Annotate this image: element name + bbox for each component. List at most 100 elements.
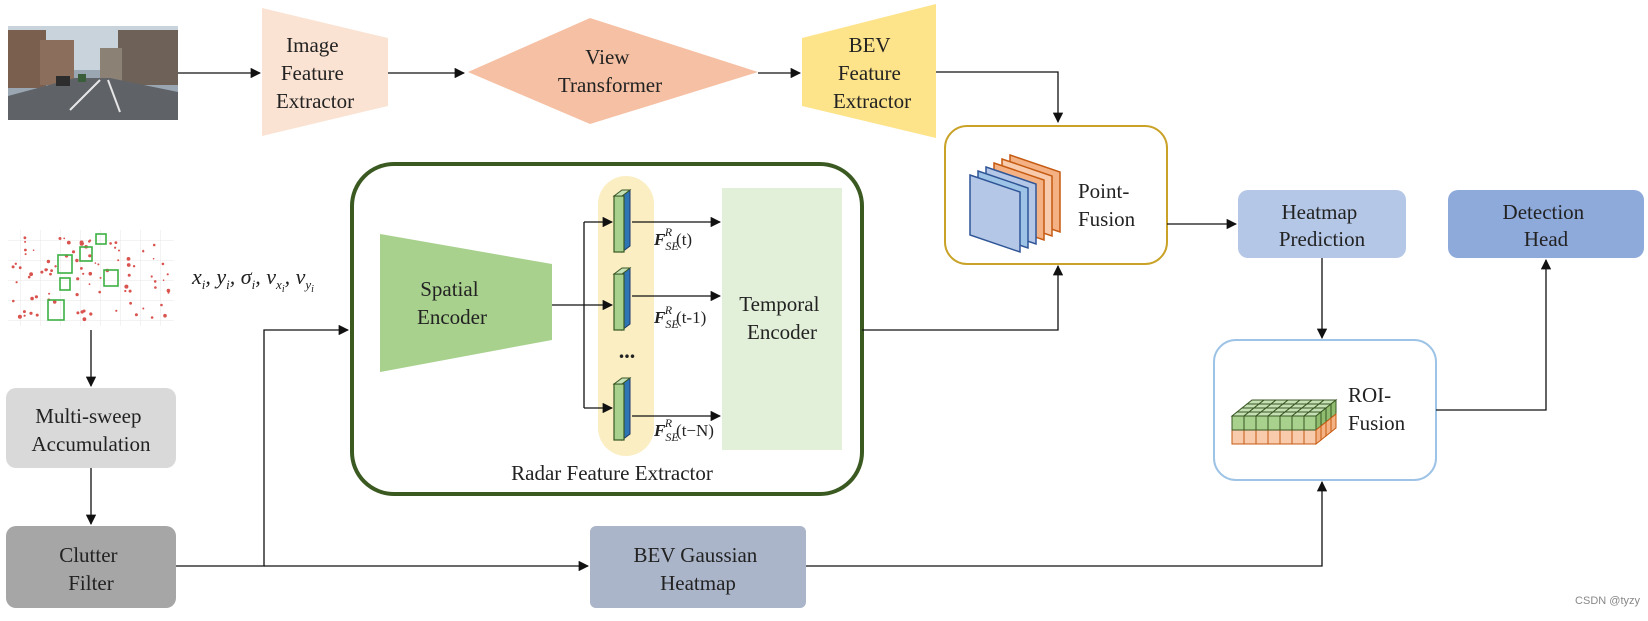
radar-point bbox=[117, 259, 120, 262]
radar-feature-extractor-label: Radar Feature Extractor bbox=[511, 461, 713, 485]
svg-text:FSER(t-1): FSER(t-1) bbox=[653, 303, 706, 331]
radar-point bbox=[88, 254, 92, 258]
radar-point bbox=[150, 275, 153, 278]
radar-point bbox=[15, 281, 18, 284]
image-feature-extractor-label: Image Feature Extractor bbox=[276, 33, 354, 113]
radar-point bbox=[34, 295, 39, 299]
point-fusion-stack-icon bbox=[969, 153, 1061, 254]
roi-grid-cell bbox=[1255, 415, 1269, 431]
temporal-encoder bbox=[722, 188, 842, 450]
radar-point bbox=[132, 265, 136, 268]
radar-point bbox=[88, 240, 91, 243]
radar-point bbox=[48, 292, 51, 295]
roi-grid-cell bbox=[1267, 415, 1281, 431]
radar-point bbox=[89, 312, 93, 316]
fusion-arrows bbox=[1167, 218, 1552, 411]
radar-point bbox=[82, 272, 85, 275]
radar-point bbox=[109, 242, 112, 245]
svg-text:FSER(t): FSER(t) bbox=[653, 225, 692, 253]
radar-point bbox=[127, 273, 131, 277]
radar-point bbox=[134, 313, 138, 317]
radar-point bbox=[80, 267, 83, 270]
radar-point bbox=[114, 241, 118, 245]
radar-point bbox=[114, 246, 117, 249]
radar-point bbox=[152, 243, 156, 247]
roi-grid-cell bbox=[1267, 429, 1281, 445]
radar-point bbox=[124, 289, 127, 293]
roi-grid-cell bbox=[1231, 415, 1245, 431]
radar-input-label: xi, yi, σi, vxi, vyi bbox=[191, 264, 314, 295]
roi-grid-cell bbox=[1255, 429, 1269, 445]
radar-point bbox=[14, 262, 17, 265]
multi-sweep-accumulation-label: Multi-sweep Accumulation bbox=[32, 404, 151, 456]
radar-point bbox=[75, 293, 79, 297]
radar-point bbox=[24, 240, 27, 243]
radar-point bbox=[32, 249, 35, 251]
radar-point bbox=[22, 310, 26, 314]
radar-point bbox=[166, 273, 169, 276]
roi-grid-cell bbox=[1279, 429, 1293, 445]
roi-grid-cell bbox=[1330, 412, 1337, 434]
radar-point bbox=[52, 300, 57, 304]
svg-text:FSER(t−N): FSER(t−N) bbox=[653, 416, 714, 444]
radar-point bbox=[142, 250, 145, 253]
radar-point bbox=[18, 266, 22, 270]
radar-point bbox=[79, 240, 84, 245]
radar-point bbox=[58, 237, 62, 240]
radar-point bbox=[27, 275, 31, 279]
radar-point bbox=[24, 248, 27, 252]
radar-point bbox=[49, 272, 52, 276]
radar-point bbox=[30, 296, 34, 301]
radar-point bbox=[163, 313, 167, 318]
feature-label-t-n: FSER(t−N) bbox=[653, 416, 714, 444]
radar-point bbox=[63, 237, 66, 240]
radar-point bbox=[161, 262, 165, 266]
radar-point bbox=[35, 313, 39, 317]
radar-point bbox=[118, 249, 120, 252]
radar-point bbox=[46, 259, 51, 264]
radar-point bbox=[76, 311, 80, 315]
radar-point bbox=[50, 269, 53, 272]
radar-point bbox=[76, 277, 80, 281]
feature-label-t-1: FSER(t-1) bbox=[653, 303, 706, 331]
radar-point bbox=[167, 291, 170, 294]
camera-image bbox=[8, 26, 178, 120]
radar-point bbox=[162, 279, 165, 282]
radar-point bbox=[124, 284, 129, 289]
radar-point bbox=[166, 288, 171, 293]
bev-gaussian-heatmap-label: BEV Gaussian Heatmap bbox=[633, 543, 762, 595]
radar-point bbox=[82, 317, 87, 322]
roi-grid-cell bbox=[1303, 429, 1317, 445]
radar-point bbox=[66, 240, 71, 245]
roi-grid-cell bbox=[1231, 429, 1245, 445]
radar-point bbox=[152, 257, 155, 260]
radar-point bbox=[80, 310, 84, 314]
point-fusion-label: Point- Fusion bbox=[1078, 179, 1136, 231]
radar-point bbox=[88, 271, 93, 276]
radar-point bbox=[88, 283, 91, 286]
radar-point bbox=[75, 258, 79, 263]
feature-label-t: FSER(t) bbox=[653, 225, 692, 253]
temporal-feature-cubes bbox=[612, 189, 632, 441]
radar-point-cloud bbox=[8, 230, 174, 326]
radar-point bbox=[40, 270, 44, 274]
radar-point bbox=[29, 272, 33, 277]
radar-point bbox=[11, 265, 15, 269]
radar-point bbox=[126, 257, 131, 261]
radar-point bbox=[129, 301, 133, 305]
roi-grid-cell bbox=[1243, 415, 1257, 431]
image-feature-extractor bbox=[262, 8, 388, 136]
radar-point bbox=[12, 299, 15, 303]
left-stream-arrows bbox=[85, 324, 1328, 572]
radar-internal-arrows bbox=[552, 216, 722, 422]
clutter-filter-box bbox=[6, 526, 176, 608]
radar-point bbox=[128, 289, 132, 293]
radar-point bbox=[98, 290, 101, 294]
radar-point bbox=[97, 263, 100, 266]
roi-fusion-grid-icon bbox=[1230, 398, 1338, 446]
heatmap-prediction-label: Heatmap Prediction bbox=[1279, 200, 1366, 251]
bev-feature-extractor-label: BEV Feature Extractor bbox=[833, 33, 911, 113]
roi-grid-cell bbox=[1303, 415, 1317, 431]
